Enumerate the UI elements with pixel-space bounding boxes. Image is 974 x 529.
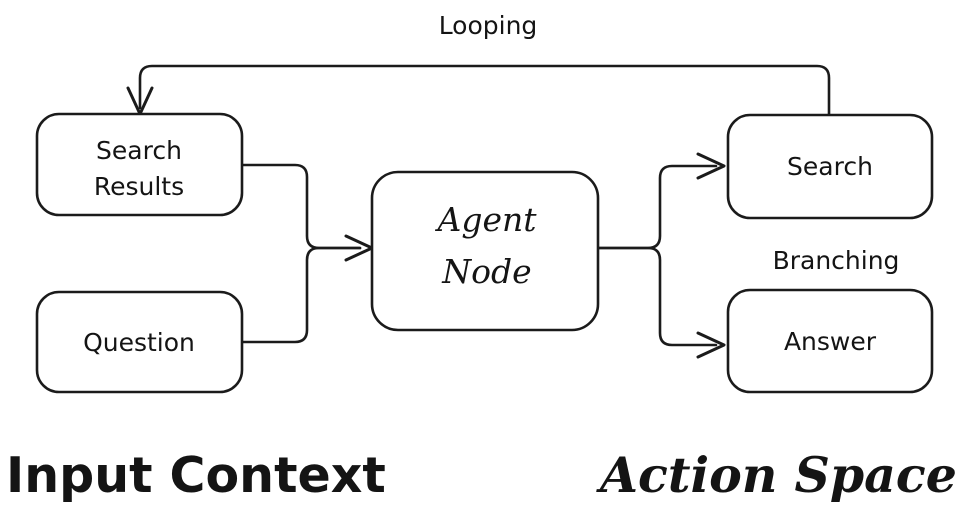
node-agent-node-box[interactable] (370, 170, 600, 332)
edge-agent-to-answer-arrowhead (696, 331, 726, 359)
edge-label-looping: Looping (439, 11, 538, 40)
node-answer-label: Answer (784, 327, 877, 356)
node-search-box[interactable] (726, 113, 934, 220)
node-search-results[interactable]: Search Results (35, 112, 244, 217)
node-search-results-label-line2: Results (94, 172, 184, 201)
edge-agent-to-search (596, 152, 726, 250)
edge-agent-to-answer (596, 246, 726, 359)
node-answer[interactable]: Answer (726, 288, 934, 394)
node-answer-box[interactable] (726, 288, 934, 394)
node-agent-node-label-line1: Agent (435, 200, 538, 239)
node-search[interactable]: Search (726, 113, 934, 220)
node-agent-node-label-line2: Node (441, 252, 531, 291)
edge-question-to-agent-path (240, 246, 362, 344)
edge-search-results-to-agent (240, 163, 362, 250)
edge-agent-to-answer-path (596, 246, 718, 347)
node-question-label: Question (83, 328, 195, 357)
node-question-box[interactable] (35, 290, 244, 394)
group-label-action-space: Action Space (596, 446, 957, 504)
node-search-results-label-line1: Search (96, 136, 182, 165)
node-search-label: Search (787, 152, 873, 181)
node-search-results-box[interactable] (35, 112, 244, 217)
edge-question-to-agent (240, 234, 374, 344)
edge-looping-path (138, 64, 831, 118)
node-question[interactable]: Question (35, 290, 244, 394)
node-agent-node[interactable]: Agent Node (370, 170, 600, 332)
edge-agent-to-search-arrowhead (696, 152, 726, 180)
edge-looping (126, 64, 831, 118)
edge-label-branching: Branching (773, 246, 900, 275)
group-label-input-context: Input Context (6, 447, 386, 504)
edge-search-results-to-agent-path (240, 163, 362, 250)
